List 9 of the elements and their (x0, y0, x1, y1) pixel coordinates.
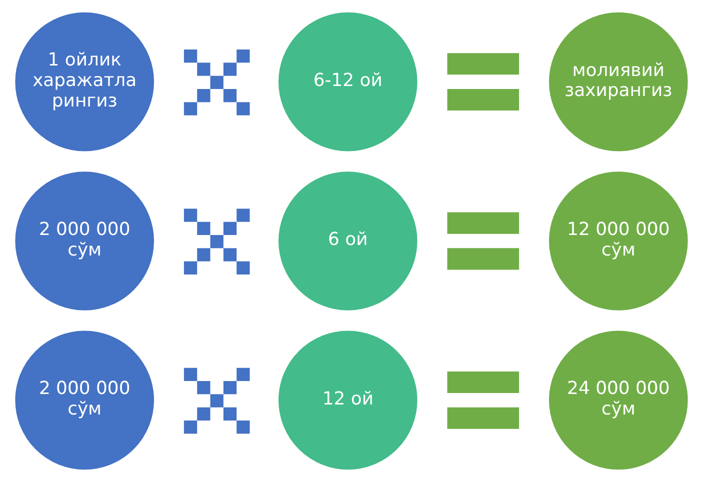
node-circle: 2 000 000 сўм (14, 330, 154, 470)
node-circle: 12 ой (278, 330, 417, 470)
node-circle: 2 000 000 сўм (14, 172, 154, 310)
node-circle: 6-12 ой (278, 12, 417, 152)
node-circle: 1 ойлик харажатла рингиз (14, 12, 154, 152)
node-circle: 12 000 000 сўм (548, 172, 688, 310)
node-circle: молиявий захирангиз (548, 12, 688, 152)
node-circle: 6 ой (278, 172, 417, 310)
node-circle: 24 000 000 сўм (548, 330, 688, 470)
